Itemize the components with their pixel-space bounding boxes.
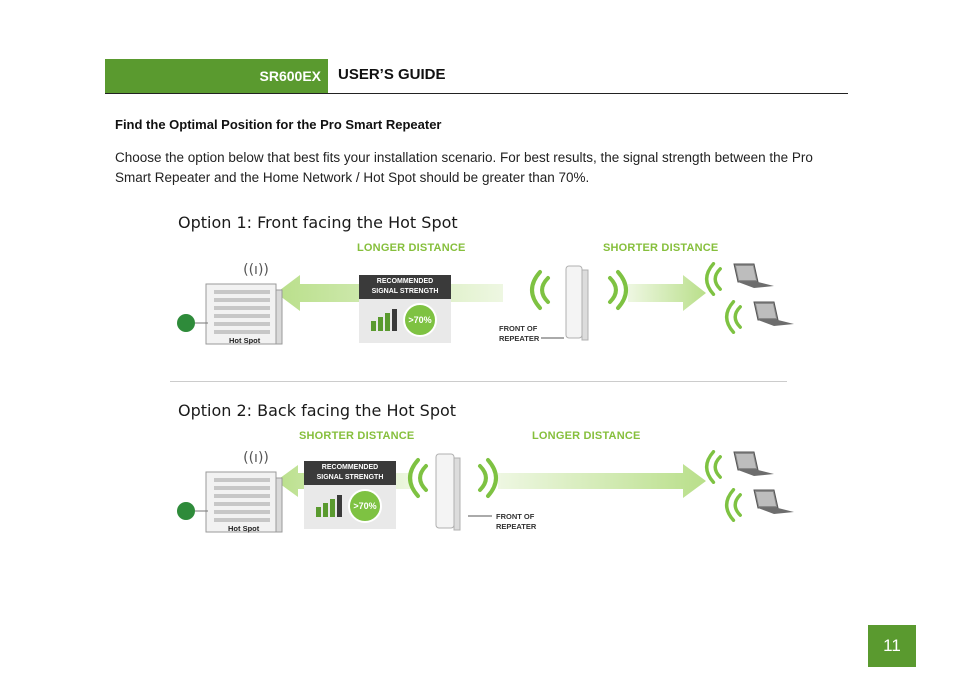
option1-badge-head: RECOMMENDED SIGNAL STRENGTH [359,275,451,299]
svg-text:((ı)): ((ı)) [243,450,269,466]
option2-badge-value: >70% [348,489,382,523]
option2-right-distance: LONGER DISTANCE [532,430,641,442]
option1-diagram: ((ı)) [177,262,795,345]
option1-title: Option 1: Front facing the Hot Spot [178,213,458,232]
option2-badge-line1: RECOMMENDED [321,464,379,471]
option1-badge-line1: RECOMMENDED [376,278,434,285]
option2-signal-bars-icon [316,495,342,517]
option-divider [170,381,787,382]
option2-signal-badge: RECOMMENDED SIGNAL STRENGTH >70% [304,461,396,529]
option1-badge-line2: SIGNAL STRENGTH [371,288,439,295]
option1-front-label-line2: REPEATER [499,334,540,343]
option1-signal-badge: RECOMMENDED SIGNAL STRENGTH >70% [359,275,451,343]
option2-front-label-line1: FRONT OF [496,512,535,521]
option2-front-label-line2: REPEATER [496,522,537,531]
section-heading: Find the Optimal Position for the Pro Sm… [115,117,442,132]
option1-right-distance: SHORTER DISTANCE [603,242,719,254]
product-name: SR600EX [259,68,321,84]
option2-front-label: FRONT OF REPEATER [496,512,536,532]
svg-text:((ı)): ((ı)) [243,262,269,278]
option2-badge-line2: SIGNAL STRENGTH [316,474,384,481]
option1-left-distance: LONGER DISTANCE [357,242,466,254]
page-number: 11 [868,625,916,667]
option1-hotspot-label: Hot Spot [229,336,261,345]
option2-badge-head: RECOMMENDED SIGNAL STRENGTH [304,461,396,485]
option1-front-label: FRONT OF REPEATER [499,324,539,344]
option2-hotspot-label: Hot Spot [228,524,260,533]
guide-title: USER’S GUIDE [338,66,446,83]
option2-diagram: ((ı)) [177,450,795,533]
option1-front-label-line1: FRONT OF [499,324,538,333]
option2-title: Option 2: Back facing the Hot Spot [178,401,457,420]
intro-paragraph: Choose the option below that best fits y… [115,150,813,185]
header-rule [105,93,848,94]
option1-signal-bars-icon [371,309,397,331]
option1-badge-value: >70% [403,303,437,337]
header-bar [105,59,328,93]
option2-left-distance: SHORTER DISTANCE [299,430,415,442]
